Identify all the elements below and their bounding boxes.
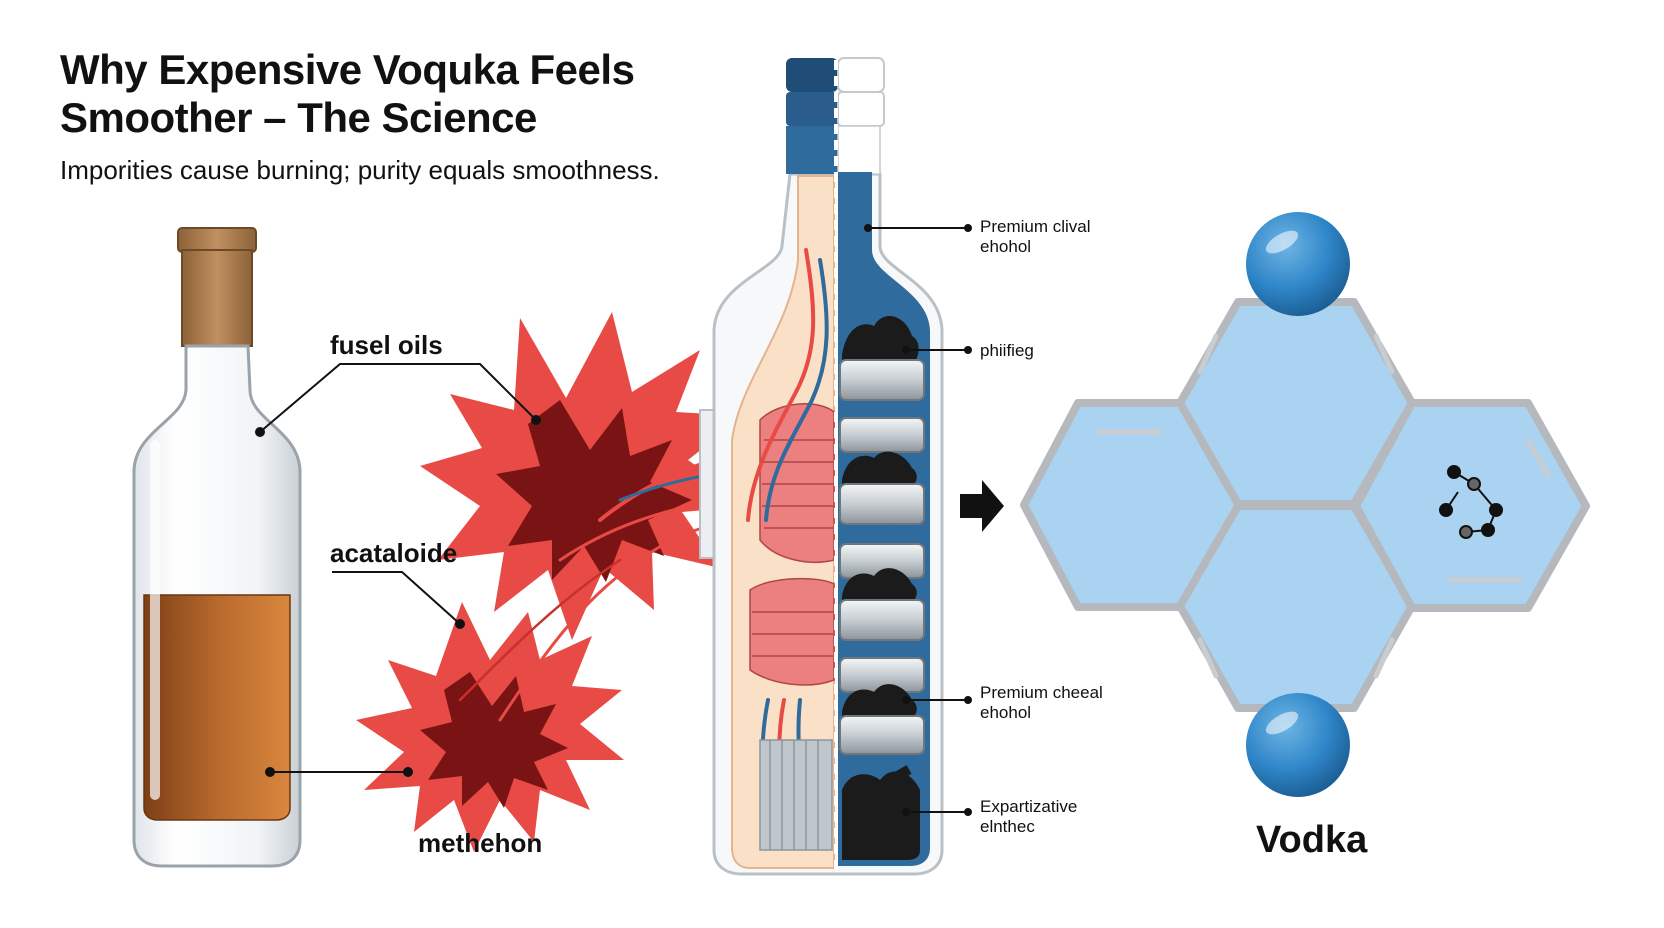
- cheap-liquor-bottle: [132, 227, 302, 868]
- left-leader-dots: [255, 415, 541, 777]
- bottle-neck-light: [837, 125, 881, 175]
- filter-canister-2: [839, 417, 925, 453]
- bottle-neck-dark: [786, 126, 838, 174]
- bottle-cap-light: [837, 57, 885, 93]
- label-expartizative-a: Expartizative: [980, 797, 1077, 816]
- bottle-cap-light-2: [837, 91, 885, 127]
- bottle-cap-dark: [786, 58, 838, 92]
- lung-tissue: [749, 403, 835, 686]
- arrow-right-icon: [960, 480, 1004, 532]
- hexagon-right: [1352, 399, 1590, 612]
- charcoal-pile-3: [842, 568, 917, 600]
- filter-canister-7: [839, 715, 925, 755]
- bottle-cork: [181, 249, 253, 347]
- filter-canister-3: [839, 483, 925, 525]
- charcoal-pile-1: [842, 315, 919, 360]
- burning-burst-lower: [356, 602, 624, 852]
- charcoal-filter-stack: [839, 315, 925, 860]
- label-premium-3a: Premium cheeal: [980, 683, 1103, 702]
- right-leader-lines: [868, 227, 968, 813]
- page-title: Why Expensive Voquka Feels Smoother – Th…: [60, 46, 780, 142]
- title-line-2: Smoother – The Science: [60, 94, 537, 141]
- label-purifying: phiifieg: [980, 341, 1034, 360]
- label-methehon: methehon: [418, 828, 542, 858]
- label-vodka: Vodka: [1256, 819, 1368, 861]
- page-subtitle: Imporities cause burning; purity equals …: [60, 155, 660, 185]
- title-line-1: Why Expensive Voquka Feels: [60, 46, 635, 93]
- charcoal-bottom: [842, 765, 920, 860]
- bottle-cap-top: [177, 227, 257, 253]
- right-leader-dots: [864, 224, 972, 816]
- bottle-cap-dark-2: [786, 92, 838, 126]
- label-expartizative-b: elnthec: [980, 817, 1035, 836]
- label-fusel-oils: fusel oils: [330, 330, 443, 360]
- glass-highlight: [150, 440, 160, 800]
- label-premium-3b: ehohol: [980, 703, 1031, 722]
- left-leader-lines: [259, 363, 537, 773]
- vodka-molecule: [1020, 212, 1590, 797]
- mesh-lines: [769, 740, 819, 850]
- burning-burst-upper: [420, 312, 752, 640]
- charcoal-pile-2: [842, 451, 917, 484]
- amber-liquid: [143, 594, 291, 821]
- inner-bond-lines: [1095, 333, 1551, 679]
- small-molecule-icon: [1439, 465, 1503, 539]
- filter-mesh-left: [759, 739, 833, 851]
- label-premium-1b: ehohol: [980, 237, 1031, 256]
- label-acataloide: acataloide: [330, 538, 457, 568]
- charcoal-pile-4: [842, 684, 917, 716]
- label-premium-1a: Premium clival: [980, 217, 1091, 236]
- atom-sphere-bottom: [1246, 693, 1350, 797]
- filter-canister-1: [839, 359, 925, 401]
- atom-sphere-top: [1246, 212, 1350, 316]
- hexagon-cells: [1020, 298, 1590, 712]
- filter-canister-5: [839, 599, 925, 641]
